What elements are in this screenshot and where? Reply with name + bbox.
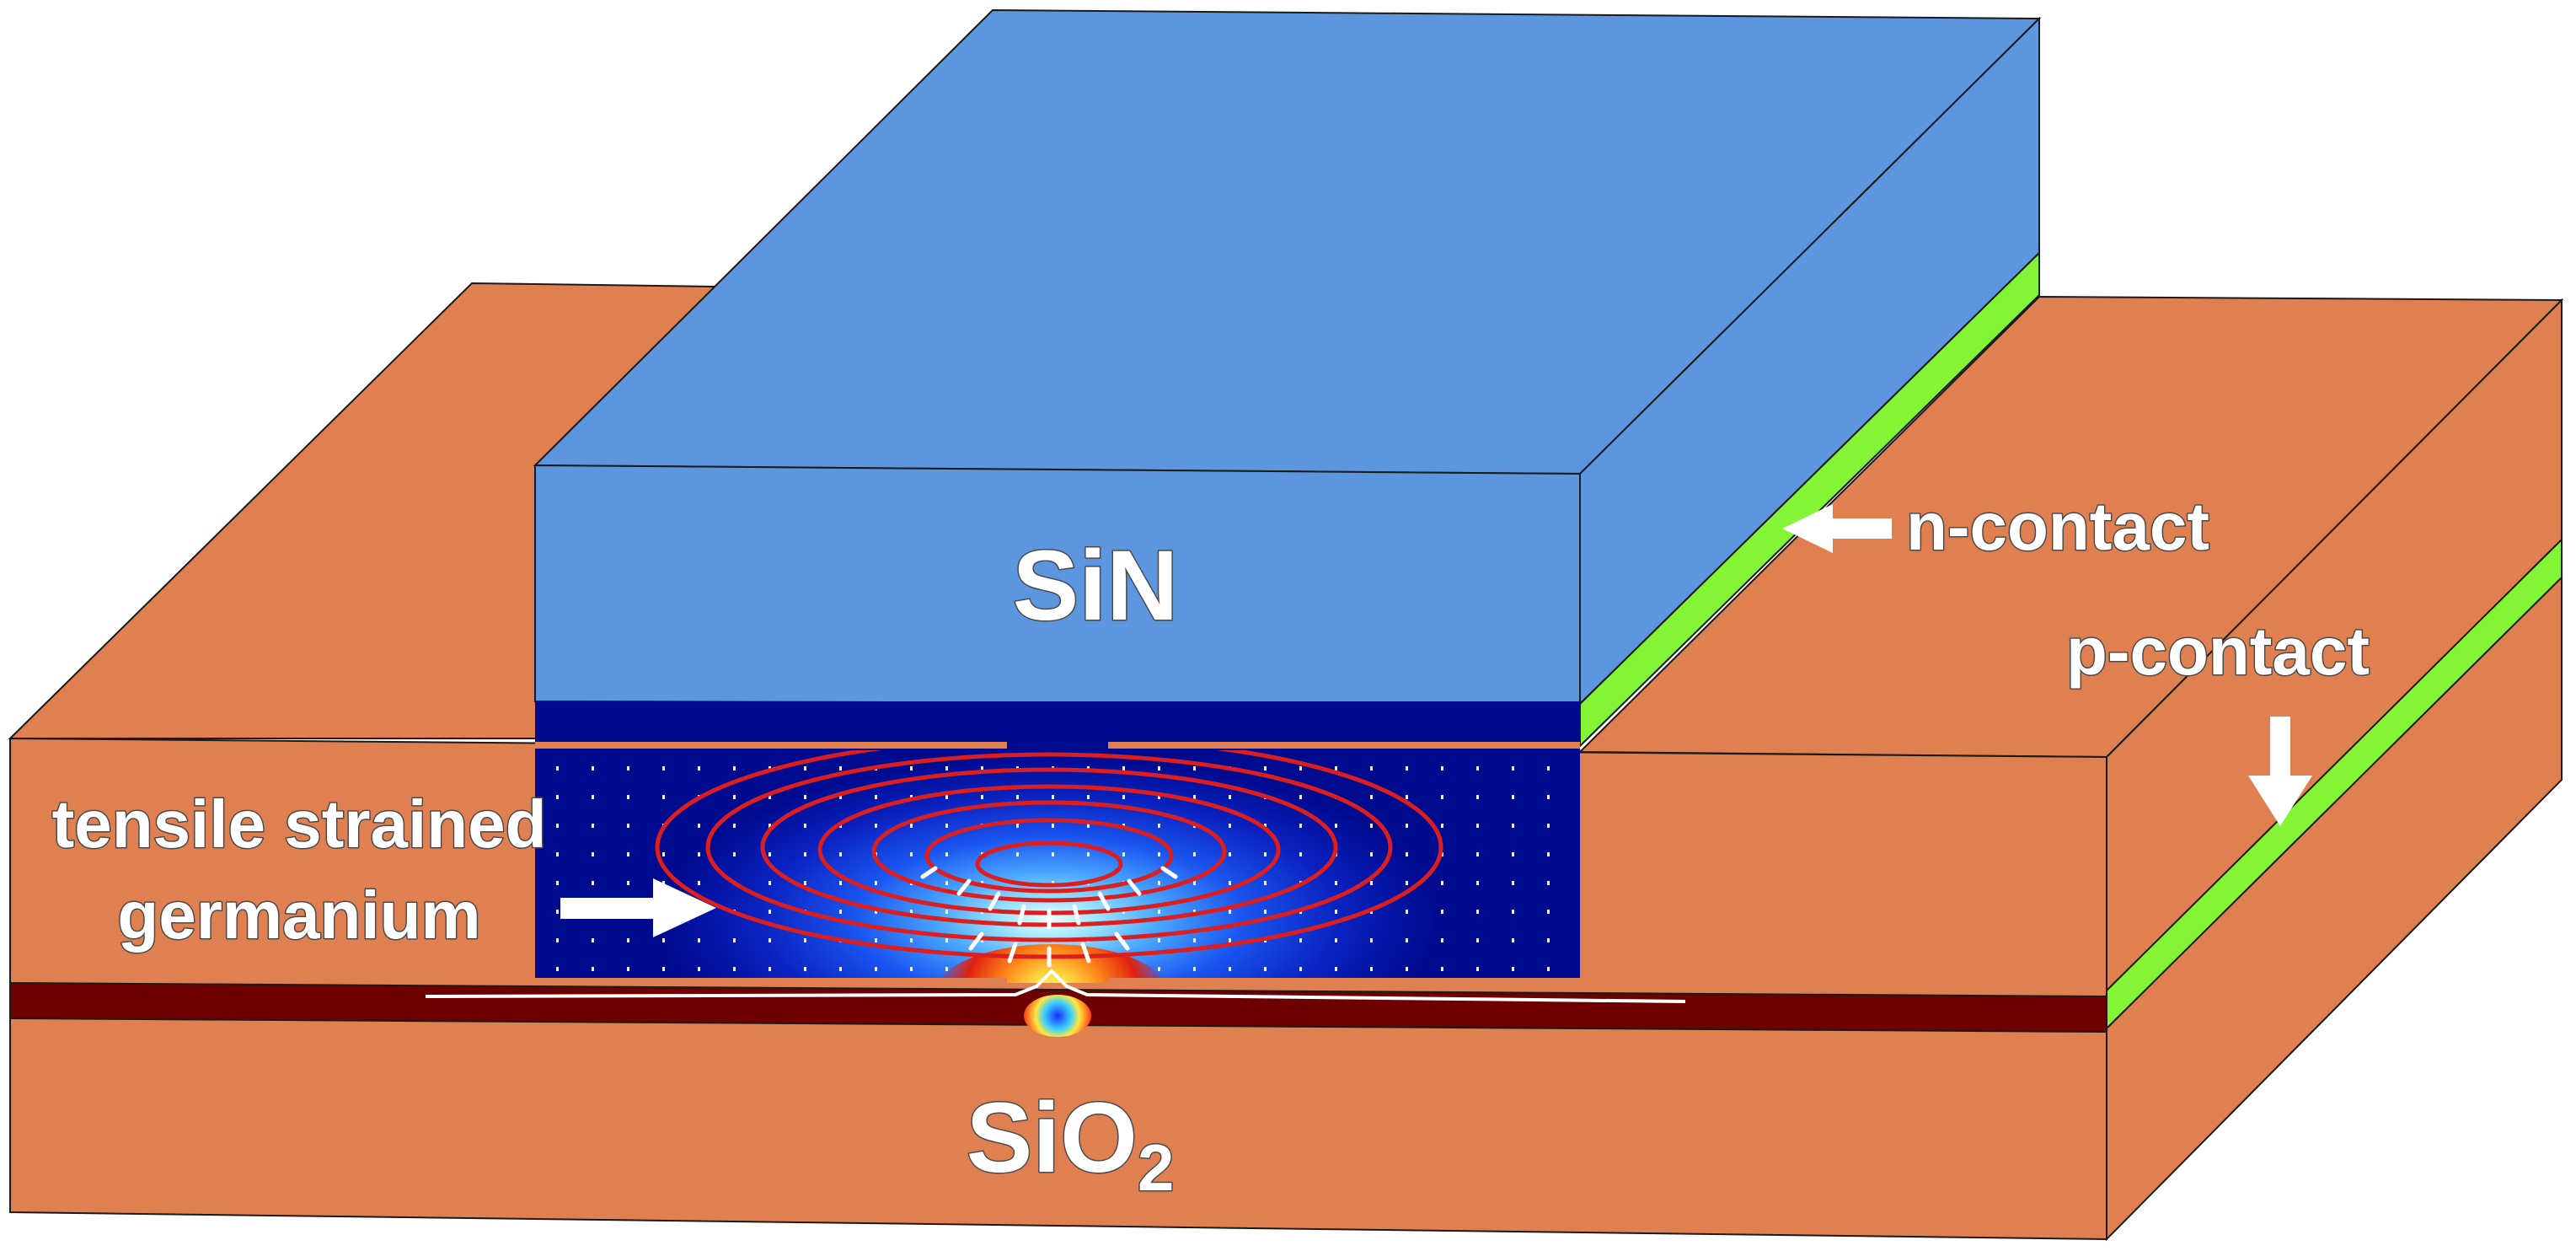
germanium-label-line1: tensile strained (52, 787, 547, 862)
contour-6 (924, 818, 1174, 894)
sin-label: SiN (1013, 530, 1179, 642)
germanium-label-line2: germanium (117, 878, 480, 953)
contour-5 (871, 800, 1227, 903)
sin-block (533, 8, 2042, 749)
lower-slot-bar-left (535, 978, 1007, 985)
contour-7 (975, 840, 1123, 888)
sio2-label: SiO2 (967, 1082, 1175, 1205)
upper-slot-bar-left (535, 742, 1007, 749)
p-contact-arrow (2248, 717, 2312, 826)
field-vectors (920, 866, 1178, 968)
field-vector-dots (535, 750, 1580, 983)
waveguide-spot (1024, 995, 1091, 1037)
upper-slot-bar-right (1108, 742, 1580, 749)
germanium-arrow (560, 878, 716, 937)
p-contact-label: p-contact (2066, 614, 2370, 689)
germanium-field-plot (425, 701, 1686, 1037)
sio2-base-text: SiO (967, 1082, 1138, 1194)
slot-field-trace (425, 969, 1686, 1003)
contour-2 (705, 752, 1393, 942)
n-contact-arrow (1782, 504, 1892, 553)
lower-slot-bar-right (1108, 978, 1580, 985)
n-contact-label: n-contact (1906, 489, 2209, 564)
sio2-subscript: 2 (1138, 1130, 1174, 1205)
